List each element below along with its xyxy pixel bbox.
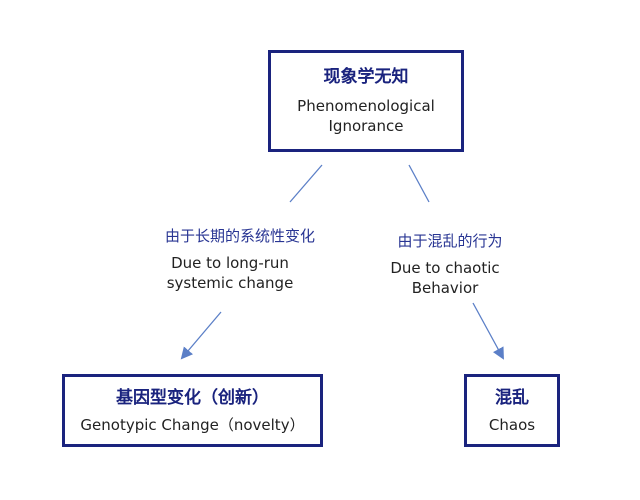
chaos-node-box: 混乱 Chaos <box>464 374 560 447</box>
root-node-title: 现象学无知 <box>323 67 409 87</box>
left-edge-label-en-line2: systemic change <box>166 274 294 292</box>
connector-root-left-upper <box>289 164 323 203</box>
left-edge-label-zh: 由于长期的系统性变化 <box>164 227 315 245</box>
chaos-node-title: 混乱 <box>495 387 529 408</box>
root-node-box: 现象学无知 Phenomenological Ignorance <box>268 50 464 152</box>
genotypic-change-node-subtitle: Genotypic Change（novelty） <box>80 415 305 434</box>
right-edge-label-zh: 由于混乱的行为 <box>397 232 503 250</box>
arrow-to-chaos <box>472 302 504 360</box>
genotypic-change-node-title: 基因型变化（创新） <box>116 387 269 408</box>
connector-root-right-upper <box>408 164 430 203</box>
arrow-to-genotypic-change <box>180 311 222 360</box>
root-node-subtitle-line2: Ignorance <box>328 117 404 135</box>
right-edge-label-en-line2: Behavior <box>411 279 479 297</box>
right-edge-label-en-line1: Due to chaotic <box>390 259 500 277</box>
root-node-subtitle-line1: Phenomenological <box>297 97 435 115</box>
genotypic-change-node-box: 基因型变化（创新） Genotypic Change（novelty） <box>62 374 323 447</box>
left-edge-label-en-line1: Due to long-run <box>171 254 289 272</box>
chaos-node-subtitle: Chaos <box>488 415 536 434</box>
